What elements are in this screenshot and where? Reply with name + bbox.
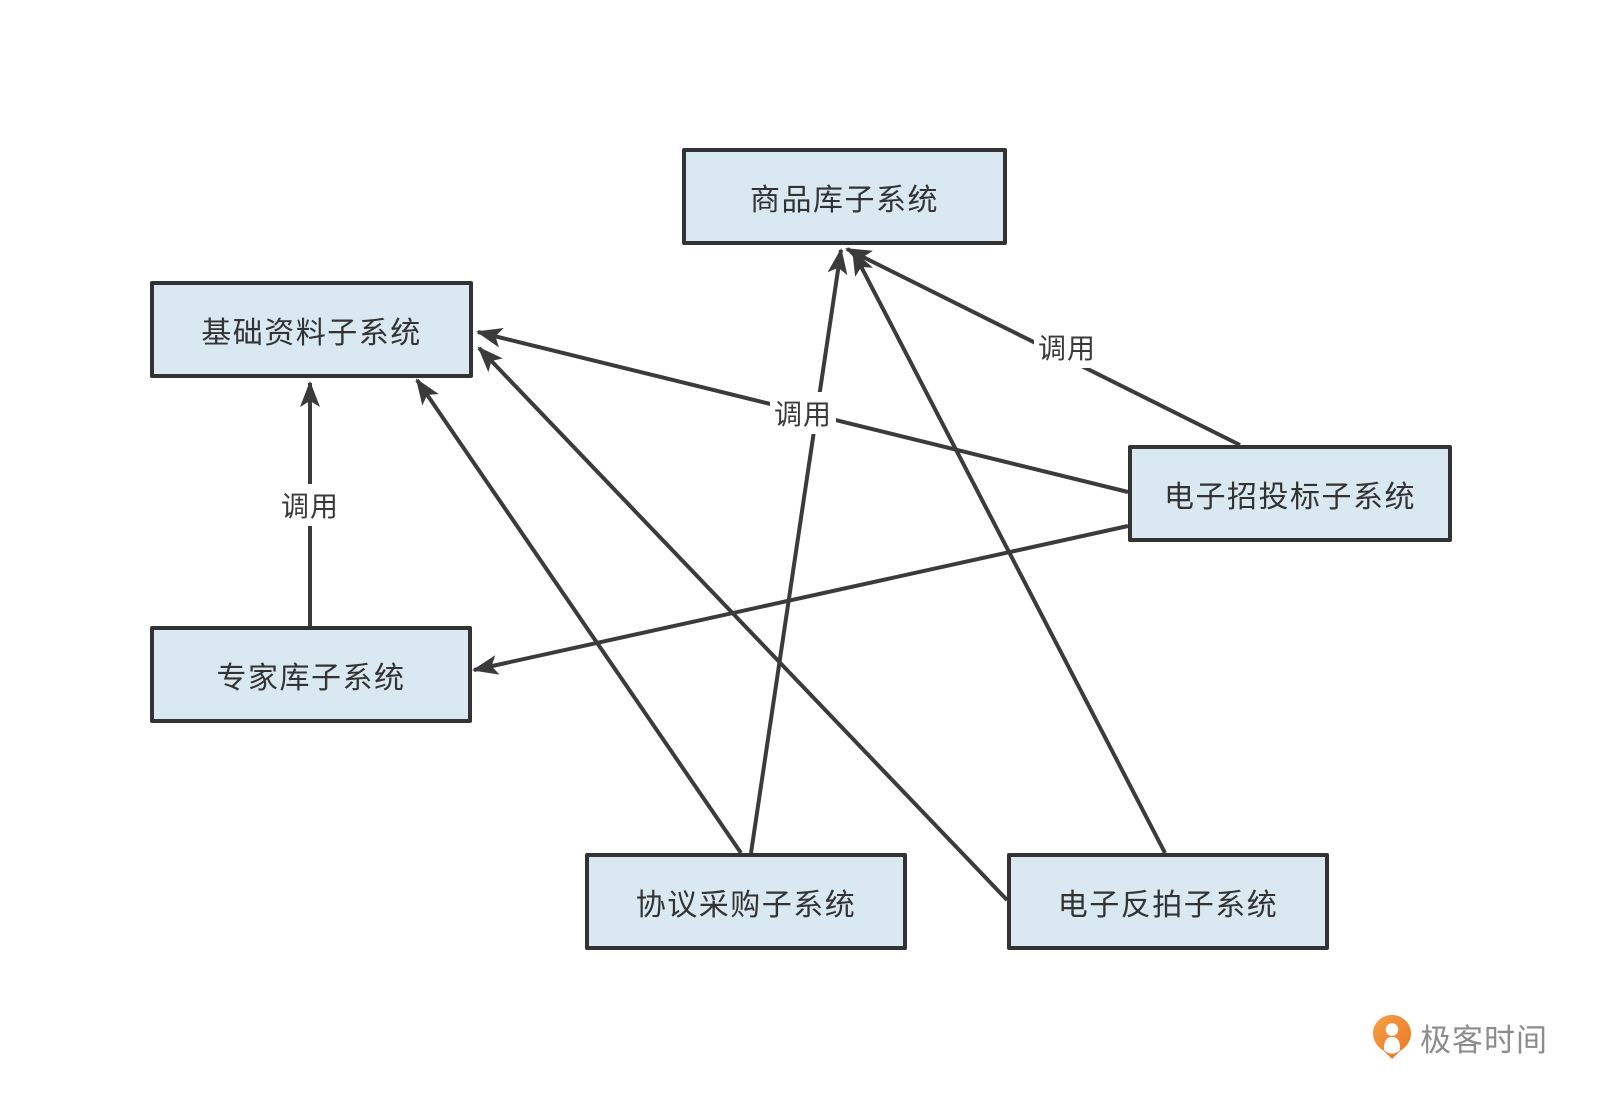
geektime-pin-icon xyxy=(1373,1015,1411,1059)
node-expert-library-label: 专家库子系统 xyxy=(216,661,406,695)
node-e-bidding-label: 电子招投标子系统 xyxy=(1164,480,1416,514)
node-basic-data: 基础资料子系统 xyxy=(150,281,473,378)
edge-label-bidding-to-basic: 调用 xyxy=(769,392,837,434)
node-basic-data-label: 基础资料子系统 xyxy=(201,316,422,350)
edge-agreement-to-product xyxy=(749,248,848,854)
node-e-reverse-auction: 电子反拍子系统 xyxy=(1007,853,1329,950)
edge-agreement-to-basic xyxy=(415,378,743,855)
geektime-logo-text: 极客时间 xyxy=(1420,1022,1548,1058)
node-product-library-label: 商品库子系统 xyxy=(750,183,939,217)
edge-bidding-to-expert xyxy=(472,524,1129,675)
node-agreement-procurement: 协议采购子系统 xyxy=(585,853,907,950)
node-expert-library: 专家库子系统 xyxy=(150,626,472,723)
edge-label-expert-to-basic: 调用 xyxy=(276,484,344,526)
edge-auction-to-product xyxy=(851,249,1167,854)
node-agreement-procurement-label: 协议采购子系统 xyxy=(635,888,857,922)
geektime-logo: 极客时间 xyxy=(1372,1014,1548,1060)
edge-auction-to-basic xyxy=(477,346,1009,902)
node-product-library: 商品库子系统 xyxy=(682,148,1007,245)
node-e-reverse-auction-label: 电子反拍子系统 xyxy=(1057,888,1279,922)
edge-label-bidding-to-product: 调用 xyxy=(1033,326,1101,368)
node-e-bidding: 电子招投标子系统 xyxy=(1128,445,1452,542)
